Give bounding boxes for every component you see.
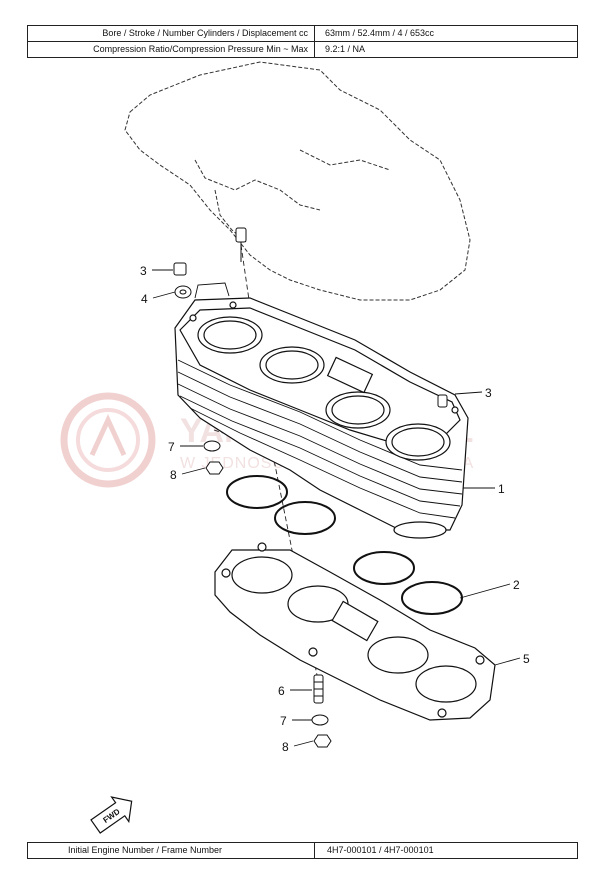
footer-table: Initial Engine Number / Frame Number 4H7… (27, 842, 578, 859)
callout-3-top: 3 (140, 264, 147, 278)
nut-8-bottom (313, 734, 332, 748)
callout-5: 5 (523, 652, 530, 666)
footer-label: Initial Engine Number / Frame Number (28, 843, 315, 858)
top-dowel (235, 227, 247, 262)
o-ring-3 (353, 551, 415, 585)
cooling-fins (177, 359, 463, 519)
washer-7-top (203, 440, 221, 452)
o-ring-2 (274, 501, 336, 535)
engine-case-outline (124, 61, 471, 301)
plug-3-top (173, 262, 187, 276)
callout-7-top: 7 (168, 440, 175, 454)
footer-value: 4H7-000101 / 4H7-000101 (327, 845, 434, 855)
callout-1: 1 (498, 482, 505, 496)
callout-7-bottom: 7 (280, 714, 287, 728)
spec-table: Bore / Stroke / Number Cylinders / Displ… (27, 25, 578, 58)
bore-4 (385, 423, 451, 461)
o-ring-1 (226, 475, 288, 509)
spec-label-compression: Compression Ratio/Compression Pressure M… (28, 42, 315, 57)
callout-3-right: 3 (485, 386, 492, 400)
base-gasket (214, 542, 496, 721)
plug-3-right (437, 394, 448, 408)
spec-value-compression: 9.2:1 / NA (325, 44, 366, 54)
cylinder-block (174, 297, 469, 539)
callout-2: 2 (513, 578, 520, 592)
spec-value-bore-stroke: 63mm / 52.4mm / 4 / 653cc (325, 28, 435, 38)
leader-lines (152, 269, 521, 747)
o-rings (226, 475, 463, 615)
spec-row-compression: Compression Ratio/Compression Pressure M… (28, 42, 577, 57)
callout-8-top: 8 (170, 468, 177, 482)
small-parts (173, 262, 448, 748)
nut-8-top (205, 461, 224, 475)
fwd-arrow-icon: FWD (90, 796, 133, 834)
bore-1 (197, 316, 263, 354)
bore-2 (259, 346, 325, 384)
callout-6: 6 (278, 684, 285, 698)
bore-3 (325, 391, 391, 429)
spec-row-bore-stroke: Bore / Stroke / Number Cylinders / Displ… (28, 26, 577, 42)
o-ring-4 (401, 581, 463, 615)
watermark-logo-icon (60, 392, 156, 488)
spec-label-bore-stroke: Bore / Stroke / Number Cylinders / Displ… (28, 26, 315, 41)
callout-4: 4 (141, 292, 148, 306)
washer-7-bottom (311, 714, 329, 726)
callout-8-bottom: 8 (282, 740, 289, 754)
